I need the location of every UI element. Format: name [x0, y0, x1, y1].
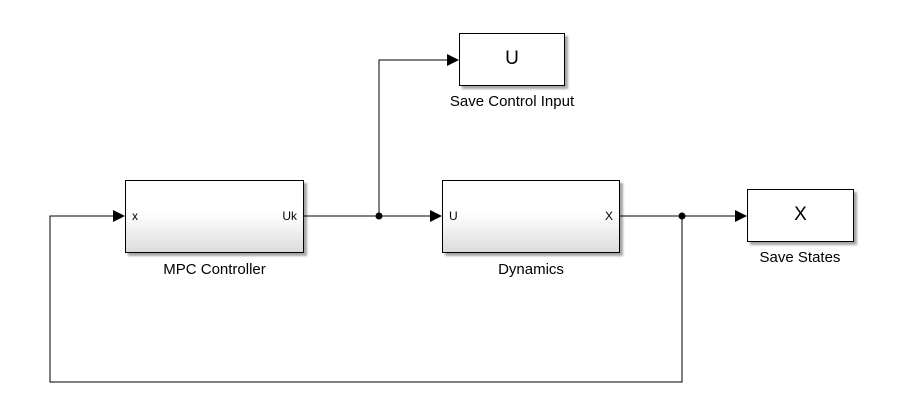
mpc-controller-block[interactable]: x Uk [125, 180, 304, 253]
save-states-caption: Save States [759, 249, 841, 266]
mpc-input-port-label: x [132, 209, 138, 223]
mpc-output-port-label: Uk [282, 209, 297, 223]
save-states-label: X [794, 204, 807, 225]
signal-uk-to-save-input[interactable] [378, 59, 447, 216]
arrow-into-save-input [447, 54, 459, 66]
save-control-input-label: U [505, 48, 519, 69]
arrow-into-save-states [735, 210, 747, 222]
save-control-input-block[interactable]: U [459, 33, 565, 86]
save-states-block[interactable]: X [747, 189, 854, 242]
signal-feedback-loop[interactable] [49, 215, 683, 383]
dynamics-block[interactable]: U X [442, 180, 620, 253]
dynamics-output-port-label: X [604, 209, 613, 223]
save-control-input-caption: Save Control Input [449, 93, 575, 110]
mpc-controller-caption: MPC Controller [163, 261, 266, 278]
arrow-into-mpc [113, 210, 125, 222]
branch-point-u[interactable] [375, 212, 383, 220]
dynamics-caption: Dynamics [498, 261, 564, 278]
dynamics-input-port-label: U [449, 209, 458, 223]
arrow-into-dynamics [430, 210, 442, 222]
